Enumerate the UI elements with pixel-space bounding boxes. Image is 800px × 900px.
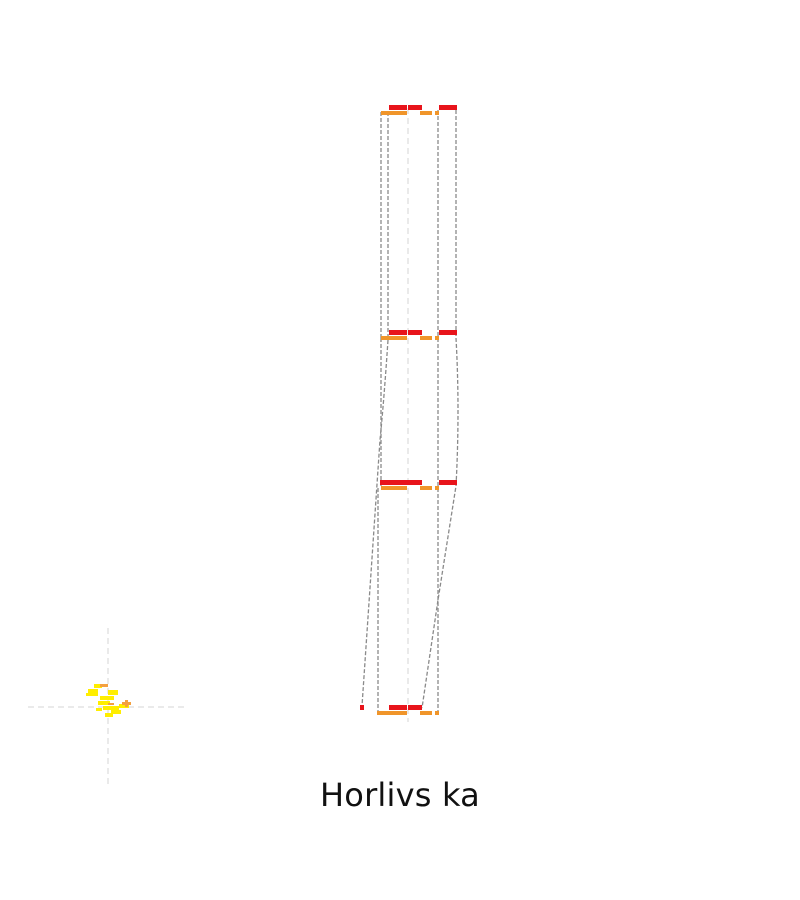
level-2-marks	[381, 330, 457, 340]
cluster-mark-6	[98, 701, 110, 705]
level-3-primary-mark-a	[380, 480, 408, 485]
level-1-secondary-mark-b	[420, 111, 432, 115]
level-3-primary-mark-c	[439, 480, 457, 485]
mini-cluster	[28, 628, 188, 788]
level-2-primary-mark-c	[439, 330, 457, 335]
level-1-secondary-mark-a	[381, 111, 407, 115]
mini-cluster-marks	[86, 684, 129, 717]
cluster-mark-5	[108, 690, 118, 695]
level-4-secondary-mark-a	[377, 711, 407, 715]
cluster-mark-3	[86, 693, 98, 696]
level-2-primary-mark-a	[389, 330, 407, 335]
connector-right-outer-2	[421, 337, 459, 709]
cluster-mark-1	[88, 689, 98, 693]
connector-left-slant-2	[361, 339, 389, 707]
cluster-mark-7	[103, 706, 119, 710]
level-1-primary-mark-b	[408, 105, 422, 110]
level-3-marks	[380, 480, 457, 490]
level-4-secondary-mark-c	[435, 711, 439, 715]
connector-lines	[361, 110, 459, 712]
level-1-marks	[381, 105, 457, 115]
level-4-primary-mark-left	[360, 705, 364, 710]
level-1-primary-mark-c	[439, 105, 457, 110]
cluster-mark-2	[94, 684, 102, 688]
level-3-secondary-mark-b	[420, 486, 432, 490]
diagram-caption: Horlivs ka	[320, 776, 480, 814]
level-3-secondary-mark-a	[381, 486, 407, 490]
cluster-mark-8	[111, 710, 121, 714]
level-2-primary-mark-b	[408, 330, 422, 335]
cluster-accent-4	[108, 703, 114, 705]
level-3-secondary-mark-c	[435, 486, 439, 490]
cluster-mark-11	[96, 708, 102, 711]
level-4-primary-mark-b	[408, 705, 422, 710]
cluster-mark-9	[105, 713, 113, 717]
cluster-mark-10	[119, 704, 129, 708]
level-2-secondary-mark-c	[435, 336, 439, 340]
level-4-secondary-mark-b	[420, 711, 432, 715]
cluster-accent-3	[122, 702, 131, 705]
level-4-primary-mark-a	[389, 705, 407, 710]
level-3-primary-mark-b	[408, 480, 422, 485]
level-2-secondary-mark-a	[381, 336, 407, 340]
level-1-primary-mark-a	[389, 105, 407, 110]
mini-cluster-accents	[100, 684, 131, 707]
cluster-mark-4	[100, 696, 114, 700]
level-2-secondary-mark-b	[420, 336, 432, 340]
level-1-secondary-mark-c	[435, 111, 439, 115]
level-4-marks	[360, 705, 439, 715]
cluster-accent-1	[100, 684, 108, 687]
